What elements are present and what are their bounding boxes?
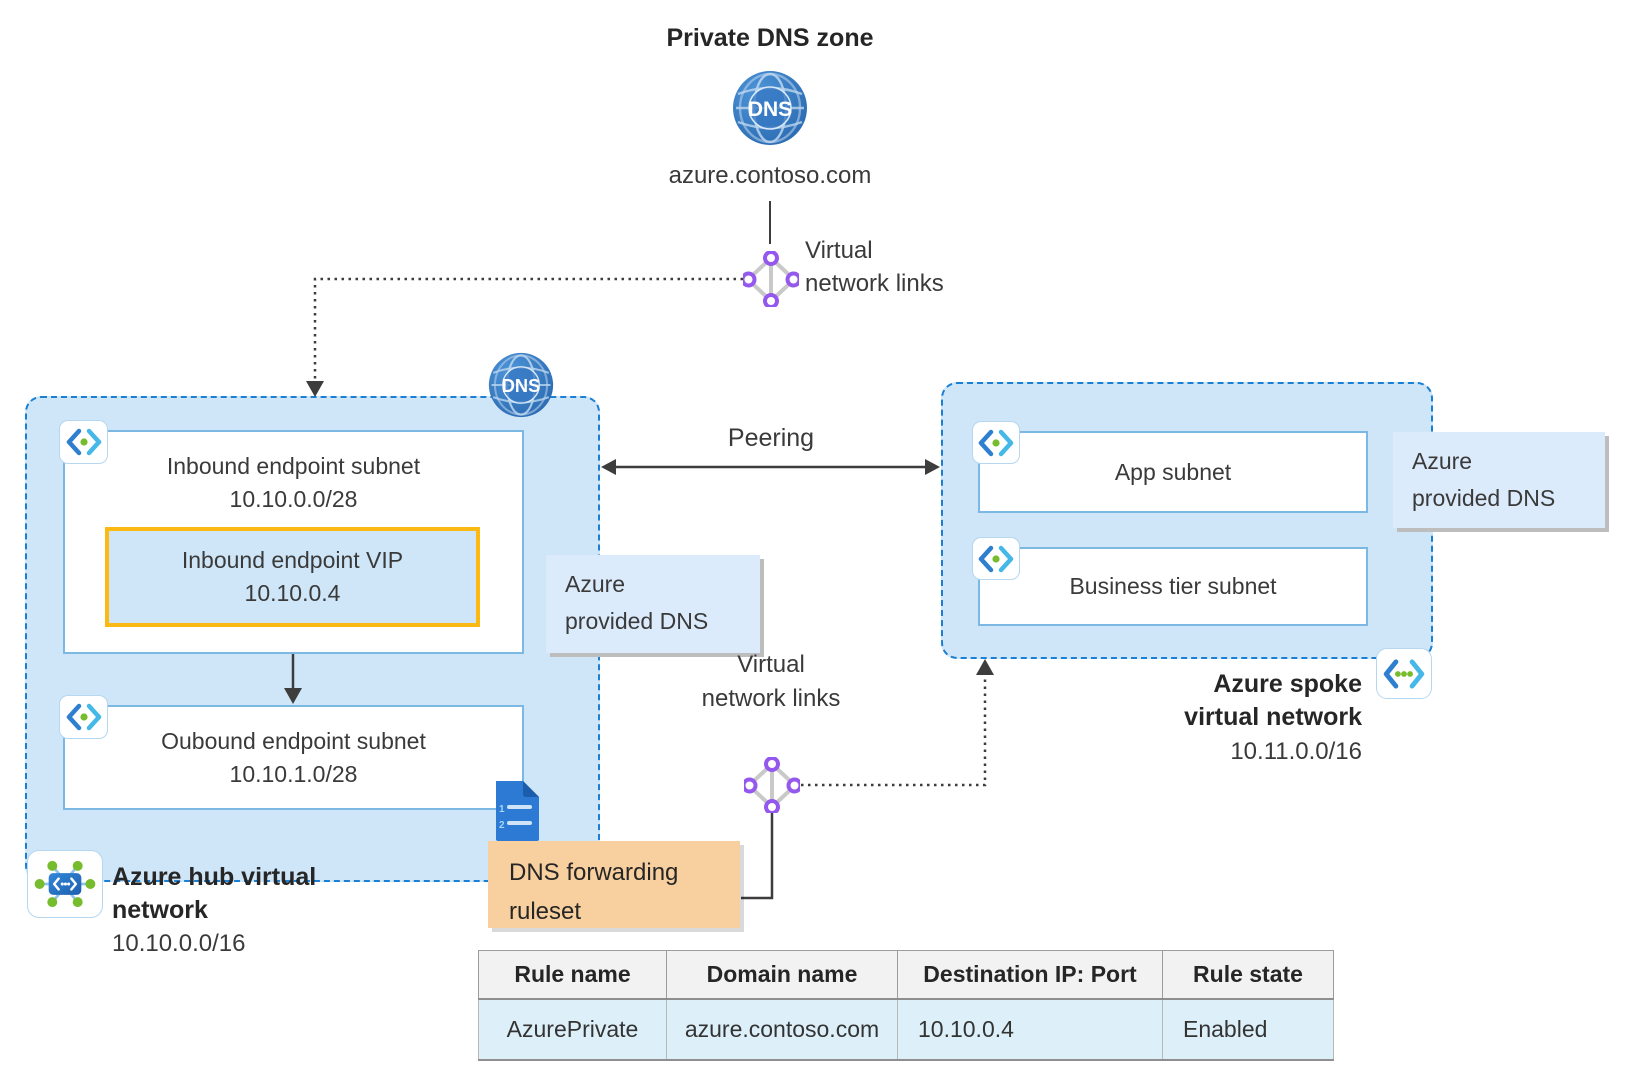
dns-zone-domain: azure.contoso.com bbox=[668, 162, 872, 189]
subnet-icon bbox=[972, 421, 1020, 464]
cell-rule-name: AzurePrivate bbox=[478, 999, 667, 1061]
hub-vnet-label: Azure hub virtual network bbox=[112, 863, 317, 924]
dns-globe-icon: DNS bbox=[733, 71, 807, 145]
col-header-domain-name: Domain name bbox=[666, 950, 898, 1000]
inbound-vip-ip: 10.10.0.4 bbox=[244, 580, 341, 606]
azure-provided-dns-left: Azure provided DNS bbox=[546, 555, 760, 653]
table-row: AzurePrivate azure.contoso.com 10.10.0.4… bbox=[478, 999, 1334, 1061]
cell-rule-state: Enabled bbox=[1162, 999, 1334, 1061]
private-dns-zone-title: Private DNS zone bbox=[666, 24, 874, 52]
outbound-endpoint-subnet-box: Oubound endpoint subnet 10.10.1.0/28 bbox=[63, 705, 524, 810]
subnet-icon bbox=[59, 695, 108, 739]
col-header-rule-name: Rule name bbox=[478, 950, 667, 1000]
cell-destination: 10.10.0.4 bbox=[897, 999, 1163, 1061]
azure-provided-dns-right: Azure provided DNS bbox=[1393, 432, 1605, 528]
cell-domain-name: azure.contoso.com bbox=[666, 999, 898, 1061]
svg-text:1: 1 bbox=[499, 804, 505, 815]
virtual-network-links-label-top: Virtual network links bbox=[805, 237, 944, 297]
inbound-vip-name: Inbound endpoint VIP bbox=[181, 547, 404, 573]
outbound-subnet-name: Oubound endpoint subnet bbox=[161, 727, 426, 754]
virtual-network-links-label-bottom: Virtual network links bbox=[701, 651, 841, 712]
dns-badge-text: DNS bbox=[748, 98, 792, 121]
dns-forwarding-ruleset-doc-icon: 1 2 bbox=[496, 781, 539, 841]
inbound-subnet-name: Inbound endpoint subnet bbox=[166, 453, 421, 479]
spoke-vnet-label: Azure spoke virtual network bbox=[1184, 670, 1362, 731]
hub-dns-badge-text: DNS bbox=[502, 375, 540, 396]
hub-vnet-cidr: 10.10.0.0/16 bbox=[112, 930, 246, 957]
dns-forwarding-ruleset-label: DNS forwarding ruleset bbox=[488, 841, 740, 928]
app-subnet-box: App subnet bbox=[978, 431, 1368, 513]
virtual-network-links-icon-bottom bbox=[744, 757, 800, 813]
business-tier-subnet-label: Business tier subnet bbox=[1069, 573, 1277, 599]
peering-label: Peering bbox=[727, 424, 815, 452]
subnet-icon bbox=[59, 420, 108, 464]
hub-dns-globe-icon: DNS bbox=[488, 352, 554, 418]
col-header-destination: Destination IP: Port bbox=[897, 950, 1163, 1000]
rules-table-header-row: Rule name Domain name Destination IP: Po… bbox=[478, 950, 1334, 1000]
svg-text:2: 2 bbox=[499, 820, 505, 831]
col-header-rule-state: Rule state bbox=[1162, 950, 1334, 1000]
hub-vnet-icon bbox=[27, 850, 103, 918]
business-tier-subnet-box: Business tier subnet bbox=[978, 547, 1368, 626]
spoke-vnet-cidr: 10.11.0.0/16 bbox=[1230, 738, 1362, 765]
subnet-icon bbox=[972, 537, 1020, 580]
virtual-network-links-icon-top bbox=[743, 251, 799, 307]
inbound-endpoint-vip-box: Inbound endpoint VIP 10.10.0.4 bbox=[105, 527, 480, 627]
outbound-subnet-cidr: 10.10.1.0/28 bbox=[229, 760, 358, 787]
spoke-vnet-icon bbox=[1376, 648, 1432, 699]
app-subnet-label: App subnet bbox=[1114, 458, 1232, 485]
rules-table: Rule name Domain name Destination IP: Po… bbox=[478, 950, 1334, 1061]
inbound-subnet-cidr: 10.10.0.0/28 bbox=[229, 486, 358, 512]
